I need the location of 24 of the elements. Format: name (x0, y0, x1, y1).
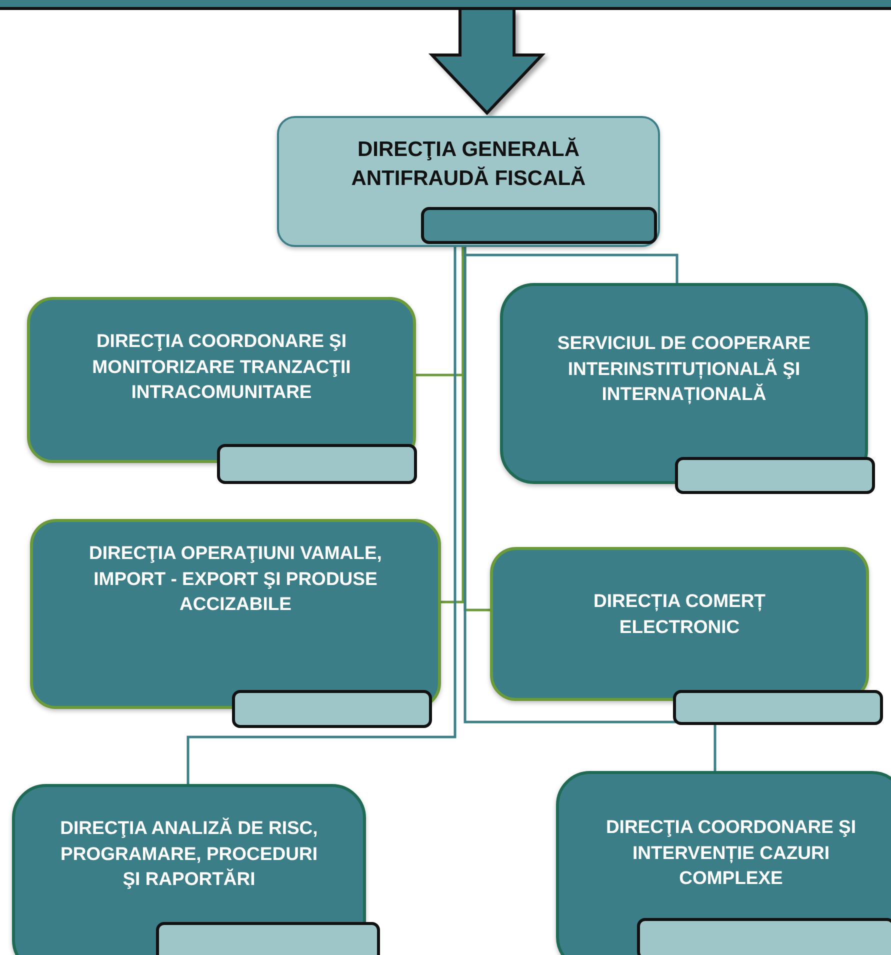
process-box (27, 297, 416, 463)
node-label: DIRECȚIA COMERȚ ELECTRONIC (592, 589, 766, 639)
process-box (30, 519, 441, 709)
process-box (490, 547, 869, 701)
connector-line (186, 244, 456, 784)
node-label: DIRECŢIA COORDONARE ŞI INTERVENȚIE CAZURI COMPLEXE (604, 815, 858, 890)
label-tab (675, 457, 875, 494)
node-label: SERVICIUL DE COOPERARE INTERINSTITUȚIONALĂ ŞI INTERNAȚIONALĂ (556, 331, 812, 406)
block-arrow (428, 8, 546, 116)
connector-line (464, 244, 716, 771)
label-tab (217, 444, 417, 484)
process-box (277, 116, 660, 247)
label-tab (637, 918, 891, 955)
node-label: DIRECŢIA ANALIZĂ DE RISC, PROGRAMARE, PROCEDURI ŞI RAPORTĂRI (59, 816, 319, 892)
label-tab (421, 207, 657, 244)
connector-line (441, 244, 464, 604)
process-box (556, 771, 891, 955)
label-tab (232, 690, 432, 728)
label-tab (156, 922, 380, 955)
node-label: DIRECŢIA GENERALĂ ANTIFRAUDĂ FISCALĂ (350, 136, 587, 192)
node-label: DIRECŢIA OPERAŢIUNI VAMALE, IMPORT - EXPORT ŞI PRODUSE ACCIZABILE (88, 541, 383, 616)
node-label: DIRECŢIA COORDONARE ŞI MONITORIZARE TRANZACŢII INTRACOMUNITARE (91, 329, 352, 404)
process-box (500, 283, 868, 484)
label-tab (673, 690, 883, 725)
